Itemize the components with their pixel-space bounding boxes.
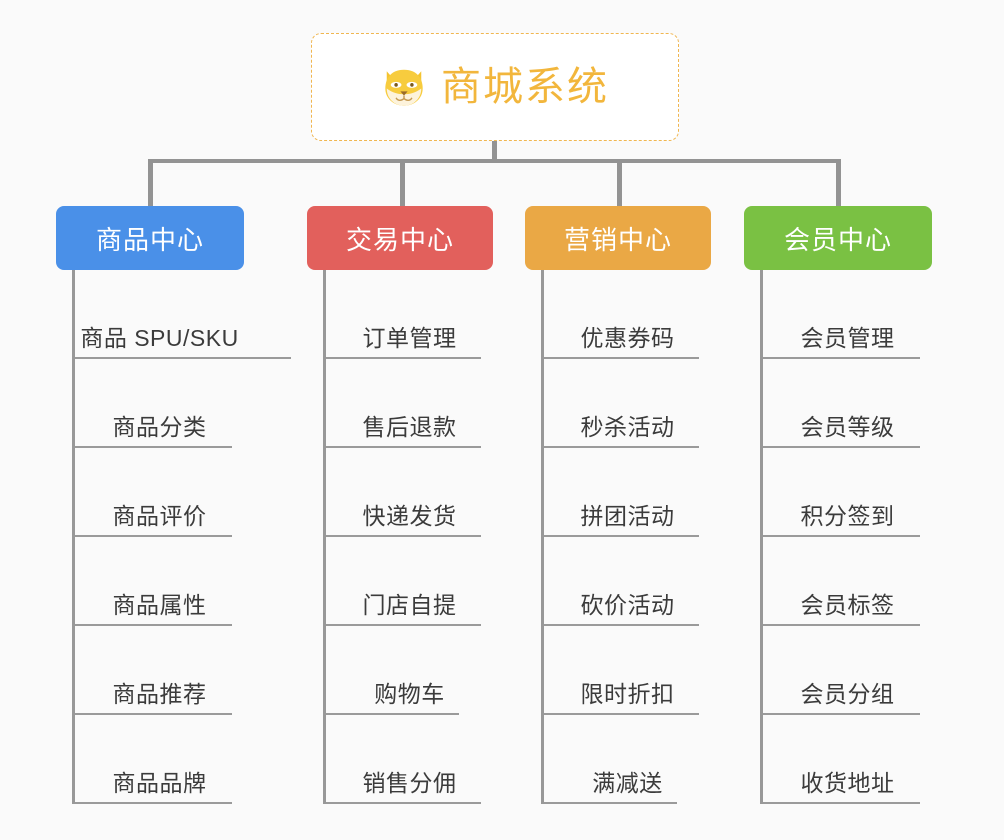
list-item-rule [75, 446, 232, 448]
list-item-rule [763, 624, 920, 626]
list-item-label: 满减送 [592, 770, 663, 796]
list-item-label: 售后退款 [362, 414, 457, 440]
branch-header-label: 会员中心 [783, 224, 892, 255]
connector-drop-3 [617, 159, 622, 206]
list-item[interactable]: 会员标签 [763, 537, 932, 626]
list-item-label: 收货地址 [800, 770, 895, 796]
list-item[interactable]: 订单管理 [326, 270, 493, 359]
list-item[interactable]: 商品分类 [75, 359, 244, 448]
list-item-rule [763, 535, 920, 537]
list-item-label: 限时折扣 [580, 681, 675, 707]
list-item-label: 商品 SPU/SKU [80, 325, 239, 351]
list-item-rule [544, 802, 677, 804]
list-item-rule [75, 535, 232, 537]
list-item-rule [326, 713, 459, 715]
list-item-rule [544, 713, 699, 715]
list-item-rule [75, 713, 232, 715]
branch-header-trade[interactable]: 交易中心 [307, 206, 493, 270]
list-item-label: 会员标签 [800, 592, 895, 618]
list-item-rule [544, 624, 699, 626]
list-item-rule [544, 357, 699, 359]
list-item-rule [544, 446, 699, 448]
list-item-rule [763, 802, 920, 804]
list-item[interactable]: 购物车 [326, 626, 493, 715]
branch-header-product[interactable]: 商品中心 [56, 206, 244, 270]
list-item-label: 快递发货 [362, 503, 457, 529]
connector-stem [492, 141, 497, 162]
list-item[interactable]: 满减送 [544, 715, 711, 804]
list-item-label: 订单管理 [362, 325, 457, 351]
list-item-label: 门店自提 [362, 592, 457, 618]
list-item-rule [326, 802, 481, 804]
branch-header-label: 交易中心 [345, 224, 454, 255]
list-item-rule [326, 535, 481, 537]
branch-column-member: 会员中心 会员管理 会员等级 积分签到 会员标签 会员分组 [744, 206, 932, 804]
list-item-rule [75, 357, 291, 359]
branch-column-product: 商品中心 商品 SPU/SKU 商品分类 商品评价 商品属性 商品推荐 [56, 206, 291, 804]
branch-items-product: 商品 SPU/SKU 商品分类 商品评价 商品属性 商品推荐 商品品牌 [72, 270, 291, 804]
connector-drop-2 [400, 159, 405, 206]
list-item[interactable]: 积分签到 [763, 448, 932, 537]
connector-drop-4 [836, 159, 841, 206]
list-item-label: 拼团活动 [580, 503, 675, 529]
list-item[interactable]: 快递发货 [326, 448, 493, 537]
list-item-rule [544, 535, 699, 537]
root-title: 商城系统 [441, 65, 609, 109]
list-item[interactable]: 砍价活动 [544, 537, 711, 626]
list-item-rule [326, 357, 481, 359]
list-item-label: 砍价活动 [580, 592, 675, 618]
list-item-label: 商品推荐 [112, 681, 207, 707]
list-item[interactable]: 商品品牌 [75, 715, 244, 804]
list-item[interactable]: 会员分组 [763, 626, 932, 715]
list-item[interactable]: 优惠券码 [544, 270, 711, 359]
branch-header-marketing[interactable]: 营销中心 [525, 206, 711, 270]
list-item[interactable]: 商品评价 [75, 448, 244, 537]
branch-column-trade: 交易中心 订单管理 售后退款 快递发货 门店自提 购物车 [307, 206, 493, 804]
list-item-rule [326, 446, 481, 448]
branch-column-marketing: 营销中心 优惠券码 秒杀活动 拼团活动 砍价活动 限时折扣 [525, 206, 711, 804]
list-item-label: 积分签到 [800, 503, 895, 529]
connector-drop-1 [148, 159, 153, 206]
root-node-shop-system[interactable]: 商城系统 [311, 33, 679, 141]
list-item-label: 商品属性 [112, 592, 207, 618]
list-item[interactable]: 门店自提 [326, 537, 493, 626]
branch-items-trade: 订单管理 售后退款 快递发货 门店自提 购物车 销售分佣 [323, 270, 493, 804]
branch-header-label: 商品中心 [95, 224, 204, 255]
branch-items-marketing: 优惠券码 秒杀活动 拼团活动 砍价活动 限时折扣 满减送 [541, 270, 711, 804]
list-item[interactable]: 秒杀活动 [544, 359, 711, 448]
list-item[interactable]: 会员管理 [763, 270, 932, 359]
list-item-rule [763, 713, 920, 715]
branch-header-label: 营销中心 [563, 224, 672, 255]
list-item[interactable]: 商品属性 [75, 537, 244, 626]
list-item-label: 购物车 [374, 681, 445, 707]
list-item-label: 秒杀活动 [580, 414, 675, 440]
list-item[interactable]: 拼团活动 [544, 448, 711, 537]
list-item[interactable]: 会员等级 [763, 359, 932, 448]
list-item-rule [326, 624, 481, 626]
list-item-label: 商品品牌 [112, 770, 207, 796]
list-item[interactable]: 商品 SPU/SKU [75, 270, 291, 359]
list-item[interactable]: 销售分佣 [326, 715, 493, 804]
list-item-label: 商品分类 [112, 414, 207, 440]
dog-face-icon [381, 64, 427, 110]
list-item-rule [75, 624, 232, 626]
list-item-label: 会员分组 [800, 681, 895, 707]
list-item-label: 会员管理 [800, 325, 895, 351]
list-item-label: 优惠券码 [580, 325, 675, 351]
list-item-rule [763, 357, 920, 359]
list-item-label: 销售分佣 [362, 770, 457, 796]
list-item-rule [75, 802, 232, 804]
list-item[interactable]: 商品推荐 [75, 626, 244, 715]
list-item[interactable]: 售后退款 [326, 359, 493, 448]
list-item-label: 会员等级 [800, 414, 895, 440]
list-item[interactable]: 收货地址 [763, 715, 932, 804]
list-item[interactable]: 限时折扣 [544, 626, 711, 715]
branch-header-member[interactable]: 会员中心 [744, 206, 932, 270]
branch-items-member: 会员管理 会员等级 积分签到 会员标签 会员分组 收货地址 [760, 270, 932, 804]
connector-bar [148, 159, 841, 163]
list-item-label: 商品评价 [112, 503, 207, 529]
list-item-rule [763, 446, 920, 448]
